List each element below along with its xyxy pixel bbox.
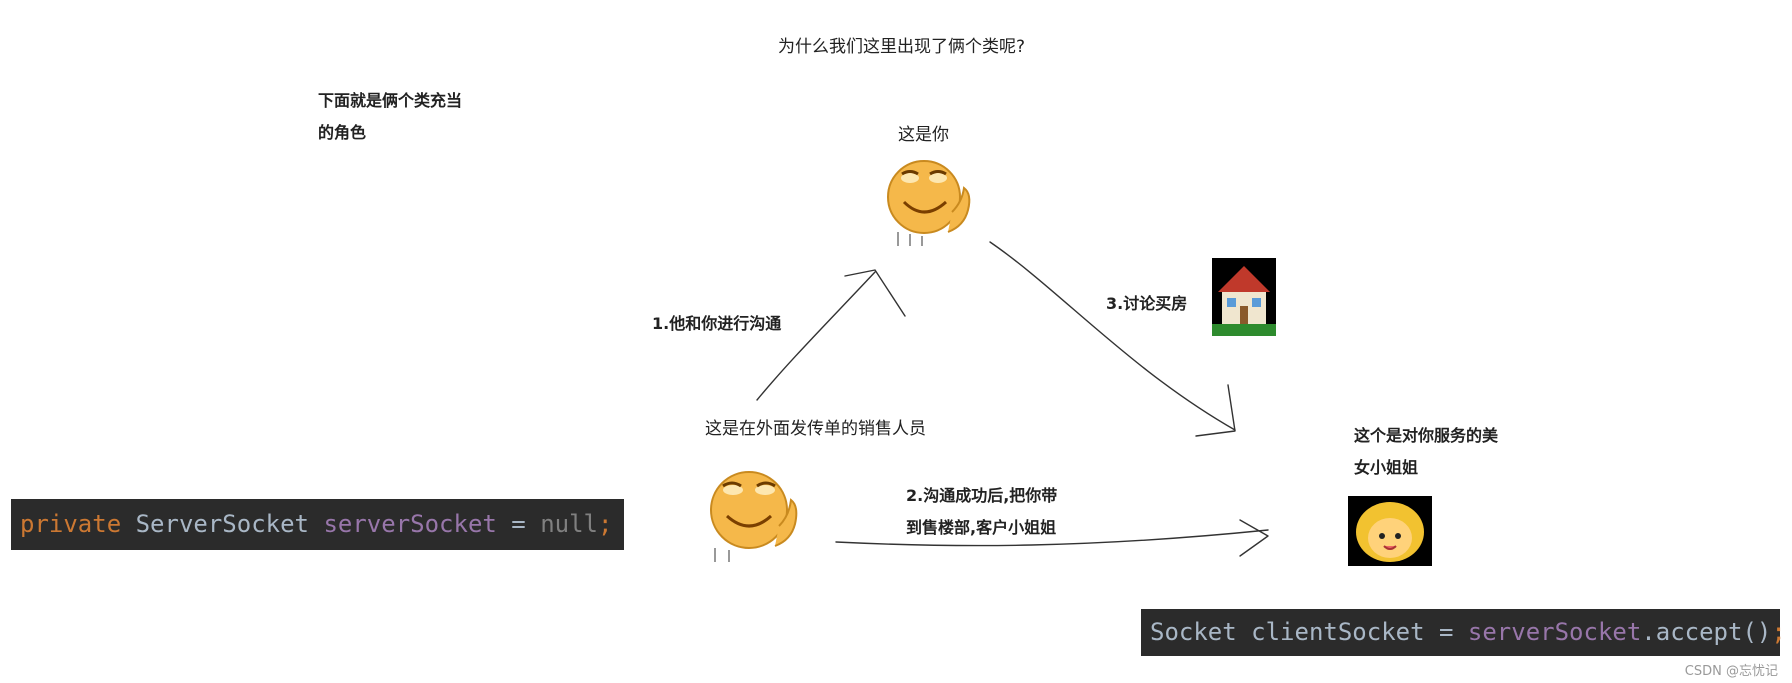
code-operator: =	[1439, 618, 1454, 646]
code-field: serverSocket	[323, 510, 497, 538]
girl-face-icon	[1348, 496, 1432, 566]
server-socket-code: private ServerSocket serverSocket = null…	[11, 499, 624, 550]
step2-line-2: 到售楼部,客户小姐姐	[906, 518, 1057, 537]
code-variable: clientSocket	[1251, 618, 1425, 646]
service-label: 这个是对你服务的美 女小姐姐	[1354, 420, 1498, 484]
arrow-salesman-to-girl	[835, 529, 1269, 547]
watermark: CSDN @忘忧记	[1684, 664, 1778, 679]
you-smirking-face-icon	[880, 152, 980, 247]
code-type: Socket	[1150, 618, 1237, 646]
code-semicolon: ;	[1771, 618, 1786, 646]
roles-note-line-1: 下面就是俩个类充当	[318, 91, 463, 110]
code-operator: =	[511, 510, 526, 538]
step1-text: 1.他和你进行沟通	[652, 314, 782, 333]
arrow-you-to-service	[989, 241, 1236, 431]
arrow-salesman-to-you	[756, 271, 876, 401]
house-icon	[1212, 258, 1276, 336]
you-label: 这是你	[898, 125, 949, 145]
step2-text: 2.沟通成功后,把你带 到售楼部,客户小姐姐	[906, 480, 1057, 544]
client-socket-code: Socket clientSocket = serverSocket.accep…	[1141, 609, 1786, 656]
salesman-smirking-face-icon	[703, 462, 811, 564]
code-semicolon: ;	[598, 510, 613, 538]
salesman-label: 这是在外面发传单的销售人员	[705, 419, 926, 439]
code-keyword: private	[20, 510, 122, 538]
arrowhead-salesman-to-girl	[1239, 519, 1269, 557]
code-null: null	[540, 510, 598, 538]
code-method: .accept()	[1641, 618, 1772, 646]
service-label-line-1: 这个是对你服务的美	[1354, 426, 1499, 445]
code-field: serverSocket	[1467, 618, 1642, 646]
code-type: ServerSocket	[135, 510, 309, 538]
arrowhead-you-to-service	[1195, 384, 1236, 437]
question-text: 为什么我们这里出现了俩个类呢?	[778, 37, 1026, 57]
roles-note: 下面就是俩个类充当 的角色	[318, 85, 462, 149]
step3-text: 3.讨论买房	[1106, 294, 1188, 313]
roles-note-line-2: 的角色	[318, 123, 367, 142]
step2-line-1: 2.沟通成功后,把你带	[906, 486, 1058, 505]
service-label-line-2: 女小姐姐	[1354, 458, 1419, 477]
arrowhead-salesman-to-you	[844, 269, 906, 317]
